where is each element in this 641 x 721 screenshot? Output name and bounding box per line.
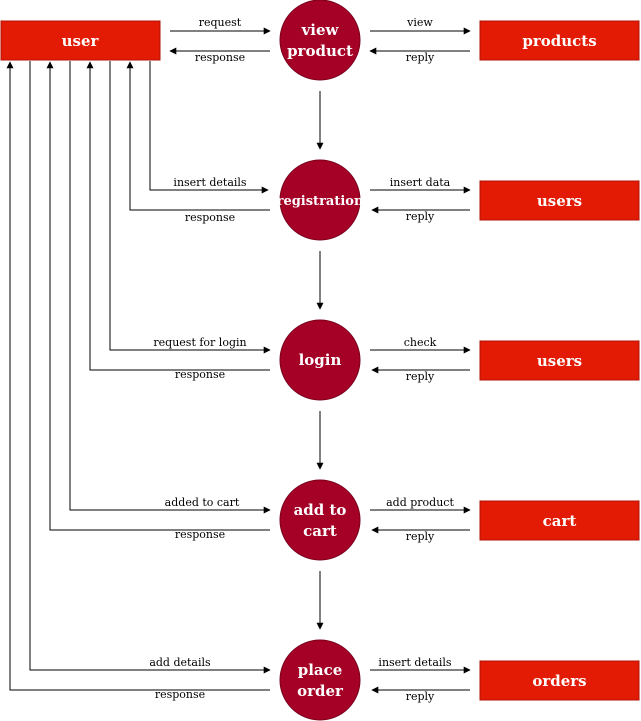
store-products-label: products	[522, 32, 596, 50]
process-registration-label: registration	[277, 194, 364, 209]
flow-insert-details-label: insert details	[173, 176, 246, 189]
process-login-label: login	[299, 351, 342, 369]
flow-added-to-cart-label: added to cart	[165, 496, 240, 509]
flow-reply-label-5: reply	[406, 690, 435, 703]
store-users-login-label: users	[537, 352, 582, 370]
store-cart-label: cart	[543, 512, 577, 530]
process-place-order-label-1: place	[298, 661, 343, 679]
flow-request-for-login-label: request for login	[153, 336, 246, 349]
entity-user[interactable]: user	[0, 20, 161, 61]
process-place-order-label-2: order	[297, 682, 344, 700]
flow-add-product-label: add product	[386, 496, 454, 509]
process-add-to-cart-label-2: cart	[303, 522, 337, 540]
process-login[interactable]: login	[279, 319, 361, 401]
process-view-product-label-2: product	[287, 42, 353, 60]
flow-request-label: request	[199, 16, 242, 29]
flow-add-details-label: add details	[149, 656, 211, 669]
process-add-to-cart[interactable]: add to cart	[279, 479, 361, 561]
store-products[interactable]: products	[479, 20, 640, 61]
store-users-login[interactable]: users	[479, 340, 640, 381]
process-registration[interactable]: registration	[277, 159, 364, 241]
flow-add-details-arrow	[29, 61, 271, 674]
flow-response-arrow-3	[86, 61, 270, 371]
flow-insert-details-store-label: insert details	[378, 656, 451, 669]
process-add-to-cart-label-1: add to	[294, 501, 347, 519]
flow-response-arrow-2	[126, 61, 270, 211]
store-users-registration[interactable]: users	[479, 180, 640, 221]
store-users-registration-label: users	[537, 192, 582, 210]
flow-response-label-3: response	[175, 368, 225, 381]
flow-response-label-2: response	[185, 211, 235, 224]
flow-response-arrow-4	[46, 61, 270, 531]
process-view-product-label-1: view	[301, 21, 340, 39]
flow-request-for-login-arrow	[109, 61, 271, 354]
store-orders-label: orders	[532, 672, 586, 690]
entity-user-label: user	[62, 32, 100, 50]
flow-reply-label-1: reply	[406, 51, 435, 64]
flow-response-arrow-5	[6, 61, 270, 691]
store-orders[interactable]: orders	[479, 660, 640, 701]
store-cart[interactable]: cart	[479, 500, 640, 541]
process-view-product[interactable]: view product	[279, 0, 361, 81]
flow-response-label-1: response	[195, 51, 245, 64]
flow-reply-label-3: reply	[406, 370, 435, 383]
flow-response-label-5: response	[155, 688, 205, 701]
flow-insert-data-label: insert data	[390, 176, 451, 189]
process-place-order[interactable]: place order	[279, 639, 361, 721]
flow-reply-label-2: reply	[406, 210, 435, 223]
flow-reply-label-4: reply	[406, 530, 435, 543]
flow-added-to-cart-arrow	[69, 61, 271, 514]
flow-response-label-4: response	[175, 528, 225, 541]
flow-insert-details-arrow	[149, 61, 269, 194]
flow-view-label: view	[406, 16, 433, 29]
flow-check-label: check	[404, 336, 437, 349]
